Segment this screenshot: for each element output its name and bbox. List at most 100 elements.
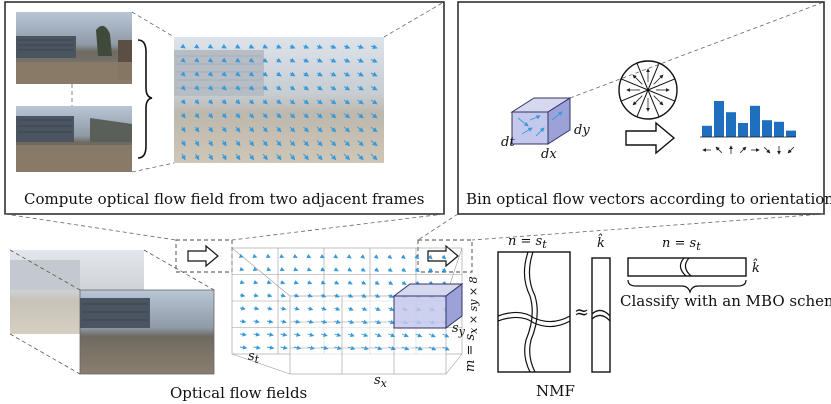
histogram-bar — [762, 120, 772, 137]
flow-vector — [357, 126, 364, 133]
frame-2-photo — [16, 106, 132, 172]
grid-flow-vector — [280, 345, 288, 350]
grid-flow-vector — [361, 319, 368, 324]
flow-vector — [262, 71, 269, 77]
flow-vector — [343, 153, 351, 161]
grid-flow-vector — [374, 332, 382, 338]
flow-vector — [221, 113, 227, 119]
flow-vector — [289, 153, 296, 161]
grid-flow-vector — [361, 306, 368, 311]
grid-flow-vector — [347, 345, 356, 351]
wheel-direction-arrow — [632, 74, 643, 85]
wheel-sector-line — [647, 63, 660, 91]
zoom-box-right — [417, 239, 473, 273]
grid-flow-vector — [280, 332, 288, 337]
top-left-panel: Compute optical flow field from two adja… — [4, 1, 445, 215]
grid-flow-vector — [373, 254, 379, 259]
grid-flow-vector — [441, 267, 447, 273]
grid-flow-vector — [401, 267, 407, 273]
grid-flow-vector — [388, 346, 396, 351]
wheel-sector-line — [647, 89, 675, 102]
grid-flow-vector — [333, 267, 339, 272]
flow-vector — [262, 113, 268, 119]
flow-vector — [330, 140, 337, 147]
flow-vector — [235, 126, 241, 133]
flow-vector — [303, 85, 310, 91]
wheel-sector-line — [636, 63, 649, 91]
grid-flow-vector — [239, 279, 245, 285]
flow-vector — [221, 99, 227, 105]
grid-flow-vector — [239, 293, 246, 298]
grid-flow-vector — [347, 267, 353, 272]
grid-flow-vector — [441, 254, 447, 260]
flow-vector — [221, 71, 227, 77]
flow-vector — [262, 57, 269, 63]
flow-vector — [249, 140, 255, 147]
flow-vector — [370, 58, 378, 63]
histogram-bar — [726, 112, 736, 137]
flow-vector — [289, 99, 296, 105]
grid-flow-vector — [361, 280, 367, 285]
grid-flow-vector — [266, 280, 272, 285]
grid-flow-vector — [280, 306, 287, 311]
flow-vector — [316, 71, 323, 77]
flow-vector — [289, 126, 296, 133]
grid-flow-vector — [293, 345, 302, 350]
grid-flow-vector — [265, 253, 271, 258]
grid-flow-vector — [252, 266, 258, 272]
curly-brace — [137, 39, 153, 159]
caption-classify: Classify with an MBO scheme — [620, 292, 831, 310]
grid-flow-vector — [293, 332, 301, 337]
flow-vector — [235, 153, 241, 161]
flow-vector — [248, 85, 255, 91]
flow-vector — [221, 140, 227, 147]
flow-vector — [262, 140, 268, 147]
flow-vector — [235, 113, 241, 119]
flow-vector — [235, 71, 241, 77]
flow-vector — [276, 113, 282, 119]
flow-vector — [235, 99, 241, 105]
flow-vector — [208, 126, 213, 133]
wheel-direction-arrow — [653, 95, 664, 106]
flow-vector — [289, 85, 296, 91]
flow-vector — [330, 113, 337, 119]
flow-vector — [235, 57, 241, 63]
grid-flow-vector — [279, 253, 285, 258]
wheel-sector-line — [647, 78, 675, 91]
flow-vector — [343, 99, 351, 105]
flow-vector — [276, 153, 282, 161]
flow-vector — [194, 113, 200, 119]
grid-flow-vector — [292, 253, 298, 258]
flow-vector — [180, 140, 186, 147]
flow-vector — [316, 57, 323, 63]
flow-vector — [370, 126, 378, 133]
grid-flow-vector — [293, 280, 299, 285]
flow-vector — [235, 85, 241, 91]
grid-flow-vector — [266, 293, 273, 298]
approx-symbol: ≈ — [574, 302, 589, 323]
flow-vector — [276, 126, 282, 133]
grid-flow-vector — [266, 306, 273, 311]
flow-vector — [276, 44, 282, 49]
sx-label: sx — [374, 373, 388, 390]
flow-vector — [370, 140, 378, 147]
flow-vector — [194, 85, 200, 91]
grid-flow-vector — [280, 293, 286, 298]
wheel-direction-arrow — [632, 95, 643, 106]
flow-vector — [248, 113, 255, 119]
grid-flow-vector — [334, 332, 342, 337]
grid-flow-vector — [306, 267, 312, 272]
flow-vector — [357, 71, 364, 77]
grid-flow-vector — [307, 306, 314, 311]
flow-vector — [248, 99, 255, 105]
grid-flow-vector — [307, 332, 315, 337]
sy-label: sy — [452, 321, 466, 338]
grid-flow-vector — [361, 293, 367, 298]
grid-flow-vector — [239, 319, 247, 324]
dy-label: dy — [574, 123, 590, 138]
dx-label: dx — [541, 147, 557, 162]
grid-flow-vector — [253, 319, 260, 324]
flow-vector — [221, 126, 227, 133]
flow-vector — [193, 43, 200, 49]
histogram-bar — [714, 101, 724, 137]
